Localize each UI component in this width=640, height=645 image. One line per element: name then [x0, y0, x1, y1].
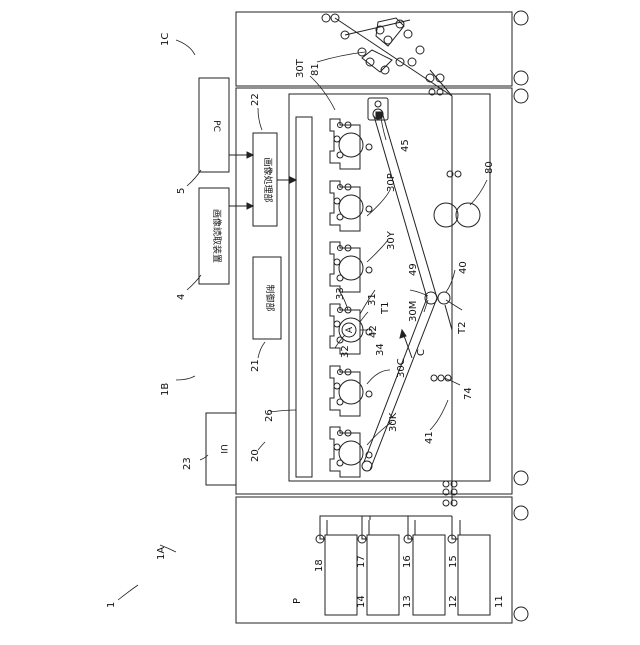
ref-30T: 30T [295, 58, 306, 78]
ref-23: 23 [182, 457, 193, 470]
ref-34: 34 [375, 343, 386, 356]
ref-1: 1 [106, 602, 117, 608]
ref-1B: 1B [160, 383, 171, 396]
ref-13: 13 [402, 595, 413, 608]
ref-A: A [345, 326, 355, 333]
ref-74: 74 [463, 387, 474, 400]
image-processor-label: 画像処理部 [262, 157, 274, 202]
ref-81: 81 [310, 63, 321, 76]
ref-16: 16 [402, 555, 413, 568]
ref-1A: 1A [156, 547, 167, 560]
ref-4: 4 [176, 294, 187, 300]
ref-32: 32 [340, 345, 351, 358]
ref-41: 41 [424, 431, 435, 444]
ref-40: 40 [458, 261, 469, 274]
ref-5: 5 [176, 188, 187, 194]
ref-14: 14 [356, 595, 367, 608]
ref-31: 31 [367, 293, 378, 306]
ref-22: 22 [250, 93, 261, 106]
pc-box-label: PC [211, 120, 221, 132]
ref-30K: 30K [388, 412, 399, 432]
ref-C: C [416, 349, 427, 356]
ref-33: 33 [335, 287, 346, 300]
ref-21: 21 [250, 359, 261, 372]
image-reader-label: 画像読取装置 [211, 209, 223, 263]
ref-42: 42 [368, 325, 379, 338]
ref-15: 15 [448, 555, 459, 568]
ref-20: 20 [250, 449, 261, 462]
ref-T2: T2 [457, 322, 468, 335]
ref-1C: 1C [160, 33, 171, 46]
ref-18: 18 [314, 559, 325, 572]
ref-30Y: 30Y [386, 230, 397, 250]
ref-11: 11 [494, 595, 505, 608]
ref-17: 17 [356, 555, 367, 568]
ref-45: 45 [400, 139, 411, 152]
ref-12: 12 [448, 595, 459, 608]
ref-49: 49 [408, 263, 419, 276]
ref-30C: 30C [396, 358, 407, 378]
ref-30M: 30M [408, 301, 419, 322]
ref-T1: T1 [380, 302, 391, 315]
ref-30P: 30P [386, 173, 397, 192]
ref-26: 26 [264, 409, 275, 422]
controller-label: 制御部 [264, 284, 276, 311]
ref-P: P [292, 598, 303, 604]
ref-80: 80 [484, 161, 495, 174]
ui-box-label: UI [218, 444, 228, 453]
